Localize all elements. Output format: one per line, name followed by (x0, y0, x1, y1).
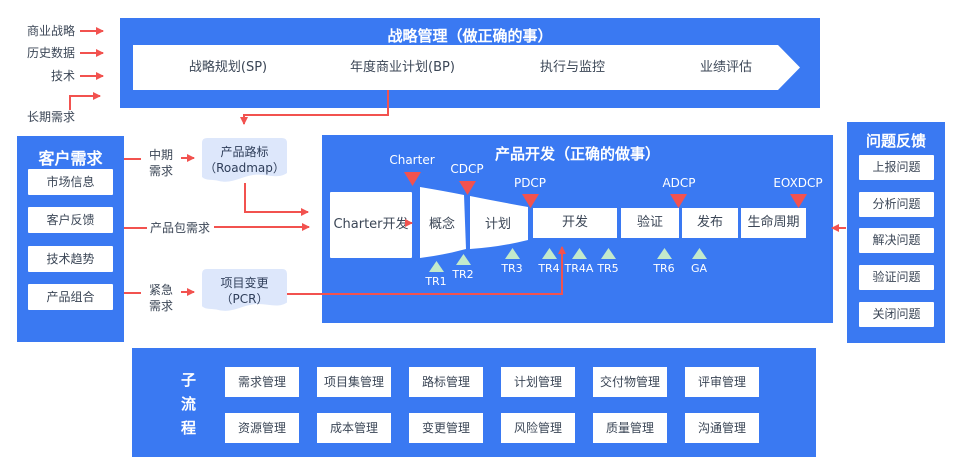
subprocess-title: 子流程 (180, 371, 196, 437)
urgent-demand-label: 紧急 需求 (142, 282, 180, 314)
funnel-shape (420, 187, 528, 258)
funnel-stage-concept: 概念 (428, 217, 455, 232)
tr-marker-tr1-icon (429, 261, 444, 272)
subprocess-review-mgmt: 评审管理 (685, 367, 759, 397)
funnel-stage-plan: 计划 (484, 217, 511, 232)
stage-develop: 开发 (533, 208, 617, 238)
tr-label-tr4a: TR4A (564, 262, 594, 275)
problem-feedback-box: 问题反馈 上报问题 分析问题 解决问题 验证问题 关闭问题 (847, 122, 945, 343)
subprocess-communication-mgmt: 沟通管理 (685, 413, 759, 443)
subprocess-quality-mgmt: 质量管理 (593, 413, 667, 443)
dcp-label-cdcp: CDCP (450, 162, 484, 176)
stage-verify: 验证 (621, 208, 679, 238)
chevron-strategic-planning: 战略规划(SP) (133, 45, 323, 90)
feedback-item-solve: 解决问题 (859, 228, 934, 253)
subprocess-plan-mgmt: 计划管理 (501, 367, 575, 397)
tr-marker-ga-icon (692, 248, 707, 259)
pcr-line2: （PCR） (220, 292, 269, 306)
dcp-label-charter: Charter (389, 153, 435, 167)
subprocess-deliverable-mgmt: 交付物管理 (593, 367, 667, 397)
tr-marker-tr5-icon (601, 248, 616, 259)
tr-label-tr2: TR2 (452, 268, 474, 281)
dcp-marker-eoxdcp-icon (790, 194, 807, 208)
mid-demand-line2: 需求 (148, 164, 173, 178)
chevron-performance-evaluation: 业绩评估 (640, 45, 800, 90)
strategy-management-box: 战略管理（做正确的事） 战略规划(SP) 年度商业计划(BP) 执行与监控 业绩… (120, 18, 820, 108)
mid-demand-label: 中期 需求 (142, 147, 180, 179)
roadmap-document: 产品路标 （Roadmap） (202, 138, 287, 184)
subprocess-risk-mgmt: 风险管理 (501, 413, 575, 443)
strategy-title: 战略管理（做正确的事） (387, 27, 553, 45)
subprocess-roadmap-mgmt: 路标管理 (409, 367, 483, 397)
pcr-document: 项目变更 （PCR） (202, 269, 287, 313)
urgent-demand-line1: 紧急 (148, 283, 173, 297)
subprocess-resource-mgmt: 资源管理 (225, 413, 299, 443)
tr-label-ga: GA (690, 262, 708, 275)
roadmap-text: 产品路标 （Roadmap） (202, 138, 287, 176)
customer-item-tech-trend: 技术趋势 (28, 246, 113, 272)
tr-label-tr3: TR3 (501, 262, 523, 275)
stage-lifecycle: 生命周期 (741, 208, 806, 238)
subprocess-change-mgmt: 变更管理 (409, 413, 483, 443)
tr-marker-tr4a-icon (572, 248, 587, 259)
chevron-business-plan: 年度商业计划(BP) (300, 45, 493, 90)
tr-label-tr6: TR6 (653, 262, 675, 275)
package-demand-label: 产品包需求 (149, 221, 210, 235)
tr-marker-tr4-icon (542, 248, 557, 259)
feedback-item-close: 关闭问题 (859, 302, 934, 327)
development-title: 产品开发（正确的做事） (494, 145, 660, 163)
subprocess-cost-mgmt: 成本管理 (317, 413, 391, 443)
input-label-business-strategy: 商业战略 (26, 24, 75, 38)
subprocess-program-mgmt: 项目集管理 (317, 367, 391, 397)
pcr-line1: 项目变更 (220, 276, 269, 290)
dcp-label-adcp: ADCP (662, 176, 696, 190)
feedback-title: 问题反馈 (865, 132, 926, 150)
customer-item-customer-feedback: 客户反馈 (28, 207, 113, 233)
chevron-execution-monitoring: 执行与监控 (470, 45, 663, 90)
dcp-marker-adcp-icon (670, 194, 687, 208)
document-shape (202, 138, 287, 182)
feedback-item-report: 上报问题 (859, 155, 934, 180)
customer-title: 客户需求 (38, 149, 103, 168)
feedback-item-verify: 验证问题 (859, 265, 934, 290)
input-label-history-data: 历史数据 (26, 46, 75, 60)
product-development-box: 产品开发（正确的做事） Charter开发 概念 计划 开发 验证 发布 生命周… (322, 135, 833, 323)
pcr-text: 项目变更 （PCR） (202, 269, 287, 307)
roadmap-line1: 产品路标 (220, 145, 269, 159)
input-label-technology: 技术 (50, 69, 75, 83)
customer-item-product-portfolio: 产品组合 (28, 284, 113, 310)
subprocess-grid: 需求管理 项目集管理 路标管理 计划管理 交付物管理 评审管理 资源管理 成本管… (225, 367, 759, 443)
arrow-longterm-demand (69, 92, 101, 110)
urgent-demand-line2: 需求 (148, 299, 173, 313)
customer-requirements-box: 客户需求 市场信息 客户反馈 技术趋势 产品组合 (17, 136, 124, 342)
document-shape (202, 269, 287, 311)
charter-development-box: Charter开发 (330, 192, 412, 258)
stage-release: 发布 (682, 208, 738, 238)
subprocess-box: 子流程 需求管理 项目集管理 路标管理 计划管理 交付物管理 评审管理 资源管理… (132, 348, 816, 457)
input-label-longterm-demand: 长期需求 (26, 110, 75, 124)
customer-item-market-info: 市场信息 (28, 169, 113, 195)
tr-label-tr5: TR5 (597, 262, 619, 275)
roadmap-line2: （Roadmap） (204, 161, 285, 175)
dcp-label-eoxdcp: EOXDCP (773, 176, 823, 190)
subprocess-requirement-mgmt: 需求管理 (225, 367, 299, 397)
feedback-item-analyze: 分析问题 (859, 192, 934, 217)
mid-demand-line1: 中期 (148, 148, 173, 162)
tr-marker-tr6-icon (657, 248, 672, 259)
arrow-roadmap-to-development (244, 183, 309, 216)
dcp-marker-charter-icon (404, 172, 421, 186)
dcp-label-pdcp: PDCP (513, 176, 547, 190)
